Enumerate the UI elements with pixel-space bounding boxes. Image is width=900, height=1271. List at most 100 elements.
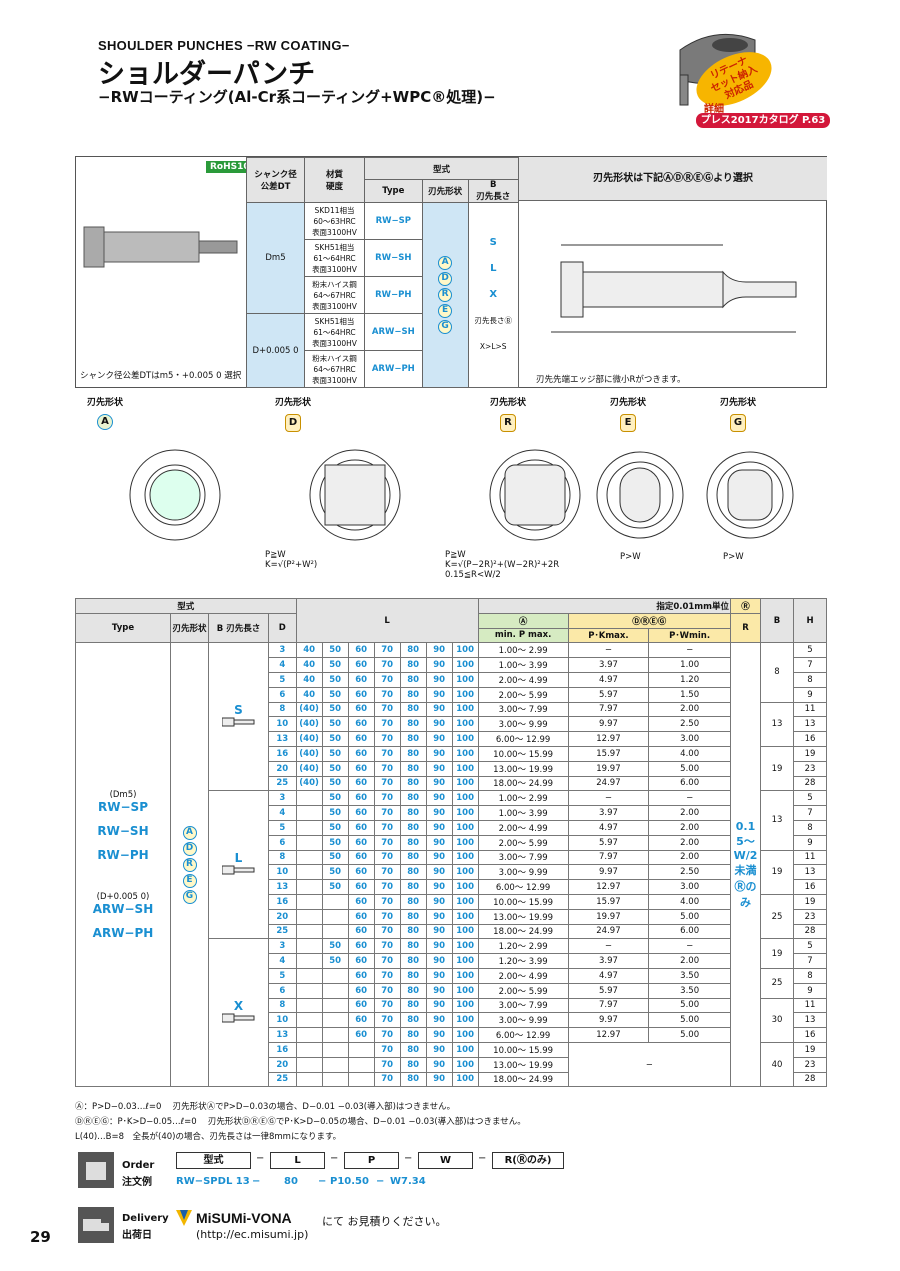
catalog-link[interactable]: プレス2017カタログ P.63 bbox=[696, 113, 830, 128]
h-cell: 5 bbox=[793, 642, 827, 659]
value-cell: 80 bbox=[399, 849, 427, 866]
d-cell: 3 bbox=[268, 790, 297, 807]
value-cell bbox=[295, 923, 323, 940]
value-cell: 70 bbox=[373, 1012, 401, 1029]
order-sep-4: − bbox=[478, 1153, 487, 1164]
value-cell: 40 bbox=[295, 657, 323, 673]
value-cell: 7.97 bbox=[567, 849, 650, 866]
d-cell: 25 bbox=[268, 775, 297, 792]
value-cell: 80 bbox=[399, 908, 427, 925]
value-cell bbox=[321, 967, 349, 984]
value-cell: 18.00〜 24.99 bbox=[477, 923, 569, 940]
value-cell: 3.97 bbox=[567, 953, 650, 969]
value-cell: 80 bbox=[399, 923, 427, 940]
value-cell: 100 bbox=[451, 834, 479, 851]
title-en: SHOULDER PUNCHES −RW COATING− bbox=[98, 38, 350, 53]
value-cell: 40 bbox=[295, 642, 323, 659]
h-cell: 13 bbox=[793, 1012, 827, 1029]
value-cell: 60 bbox=[347, 760, 375, 777]
value-cell: 60 bbox=[347, 701, 375, 718]
d-cell: 25 bbox=[268, 923, 297, 940]
value-cell: 100 bbox=[451, 1041, 479, 1058]
value-cell: 90 bbox=[425, 716, 453, 733]
value-cell: 100 bbox=[451, 671, 479, 688]
value-cell: 100 bbox=[451, 790, 479, 807]
value-cell: 60 bbox=[347, 923, 375, 940]
value-cell: 13.00〜 19.99 bbox=[477, 1056, 569, 1073]
h-cell: 7 bbox=[793, 953, 827, 969]
value-cell bbox=[295, 938, 323, 955]
value-cell: 2.00〜 4.99 bbox=[477, 967, 569, 984]
value-cell: 4.97 bbox=[567, 967, 650, 984]
value-cell: 3.00 bbox=[648, 879, 731, 895]
value-cell: 2.00 bbox=[648, 805, 731, 821]
value-cell: 90 bbox=[425, 1027, 453, 1043]
truck-icon bbox=[78, 1207, 114, 1243]
value-cell bbox=[321, 1056, 349, 1073]
value-cell: 70 bbox=[373, 745, 401, 762]
note-dreg: ⒹⓇⒺⒼ：P･K>D−0.05…ℓ=0 刃先形状ⒹⓇⒺⒼでP･K>D−0.05の… bbox=[75, 1117, 526, 1127]
value-cell: 100 bbox=[451, 731, 479, 747]
value-cell: 80 bbox=[399, 864, 427, 881]
delivery-label-ja: 出荷日 bbox=[122, 1230, 152, 1241]
misumi-vona-brand: MiSUMi-VONA bbox=[196, 1210, 292, 1226]
value-cell: 80 bbox=[399, 819, 427, 836]
value-cell bbox=[295, 908, 323, 925]
value-cell: 50 bbox=[321, 819, 349, 836]
value-cell bbox=[321, 1071, 349, 1088]
value-cell: 10.00〜 15.99 bbox=[477, 893, 569, 910]
h-cell: 23 bbox=[793, 1056, 827, 1073]
delivery-url[interactable]: (http://ec.misumi.jp) bbox=[196, 1228, 309, 1241]
h-cell: 16 bbox=[793, 879, 827, 895]
h-cell: 5 bbox=[793, 790, 827, 807]
value-cell: 90 bbox=[425, 938, 453, 955]
value-cell bbox=[295, 953, 323, 969]
value-cell bbox=[295, 879, 323, 895]
value-cell: 18.00〜 24.99 bbox=[477, 1071, 569, 1088]
value-cell: 3.97 bbox=[567, 657, 650, 673]
value-cell bbox=[295, 805, 323, 821]
order-box-r: R(Ⓡのみ) bbox=[492, 1152, 564, 1169]
value-cell: 80 bbox=[399, 1027, 427, 1043]
d-cell: 13 bbox=[268, 1027, 297, 1043]
value-cell: 60 bbox=[347, 642, 375, 659]
value-cell bbox=[321, 893, 349, 910]
value-cell: 70 bbox=[373, 775, 401, 792]
value-cell: 60 bbox=[347, 893, 375, 910]
value-cell: 50 bbox=[321, 938, 349, 955]
value-cell: − bbox=[567, 938, 650, 955]
d-cell: 3 bbox=[268, 938, 297, 955]
value-cell: 7.97 bbox=[567, 997, 650, 1014]
order-ex-type: RW−SPDL 13 bbox=[176, 1176, 250, 1187]
value-cell: 60 bbox=[347, 938, 375, 955]
value-cell: 70 bbox=[373, 760, 401, 777]
value-cell: 90 bbox=[425, 657, 453, 673]
value-cell: 90 bbox=[425, 1071, 453, 1088]
value-cell: 1.50 bbox=[648, 686, 731, 703]
value-cell bbox=[295, 849, 323, 866]
value-cell: 70 bbox=[373, 834, 401, 851]
value-cell: 90 bbox=[425, 642, 453, 659]
value-cell bbox=[295, 1027, 323, 1043]
value-cell: 100 bbox=[451, 967, 479, 984]
value-cell: 2.00〜 5.99 bbox=[477, 982, 569, 999]
shape-diagrams: 刃先形状 A 刃先形状 D P≧W K=√(P²+W²) 刃先形状 R P≧W … bbox=[75, 390, 827, 590]
b-cell: 25 bbox=[760, 967, 794, 999]
value-cell: 70 bbox=[373, 997, 401, 1014]
value-cell: 70 bbox=[373, 642, 401, 659]
value-cell: 4.97 bbox=[567, 819, 650, 836]
value-cell: 90 bbox=[425, 967, 453, 984]
h-cell: 7 bbox=[793, 805, 827, 821]
shape-e-note: P>W bbox=[620, 552, 641, 562]
value-cell: 6.00〜 12.99 bbox=[477, 879, 569, 895]
value-cell: 80 bbox=[399, 893, 427, 910]
d-cell: 5 bbox=[268, 671, 297, 688]
value-cell: 80 bbox=[399, 701, 427, 718]
value-cell: 80 bbox=[399, 716, 427, 733]
